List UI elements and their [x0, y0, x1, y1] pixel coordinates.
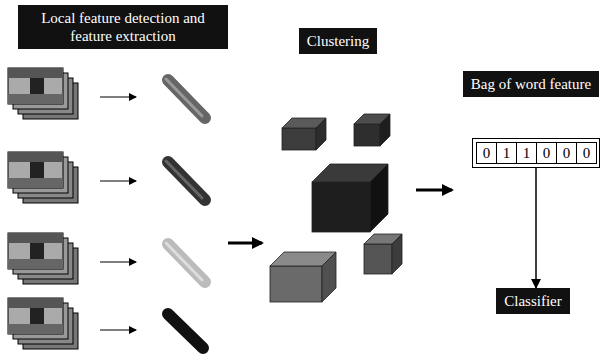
video-frames	[8, 68, 78, 349]
flow-arrow	[416, 189, 452, 192]
vector-cell: 1	[516, 142, 537, 164]
vector-cell: 1	[496, 142, 517, 164]
flow-connector	[535, 168, 537, 288]
cluster-cubes	[270, 114, 402, 302]
stage-label: Local feature detection and feature extr…	[26, 9, 220, 45]
stage-banner: Local feature detection and feature extr…	[18, 5, 228, 49]
vector-cell: 0	[476, 142, 497, 164]
flow-arrow	[228, 242, 262, 245]
stage-label: Bag of word feature	[471, 75, 591, 93]
stage-label: Clustering	[307, 32, 370, 50]
stage-banner: Bag of word feature	[463, 71, 599, 97]
vector-cell: 0	[556, 142, 577, 164]
vector-cell: 0	[576, 142, 597, 164]
stage-label: Classifier	[504, 292, 562, 310]
small-arrows	[100, 97, 136, 330]
vector-cell: 0	[536, 142, 557, 164]
stage-banner: Clustering	[299, 28, 378, 54]
feature-vector: 011000	[472, 138, 600, 168]
stage-banner: Classifier	[496, 288, 570, 314]
feature-descriptors	[166, 79, 205, 348]
